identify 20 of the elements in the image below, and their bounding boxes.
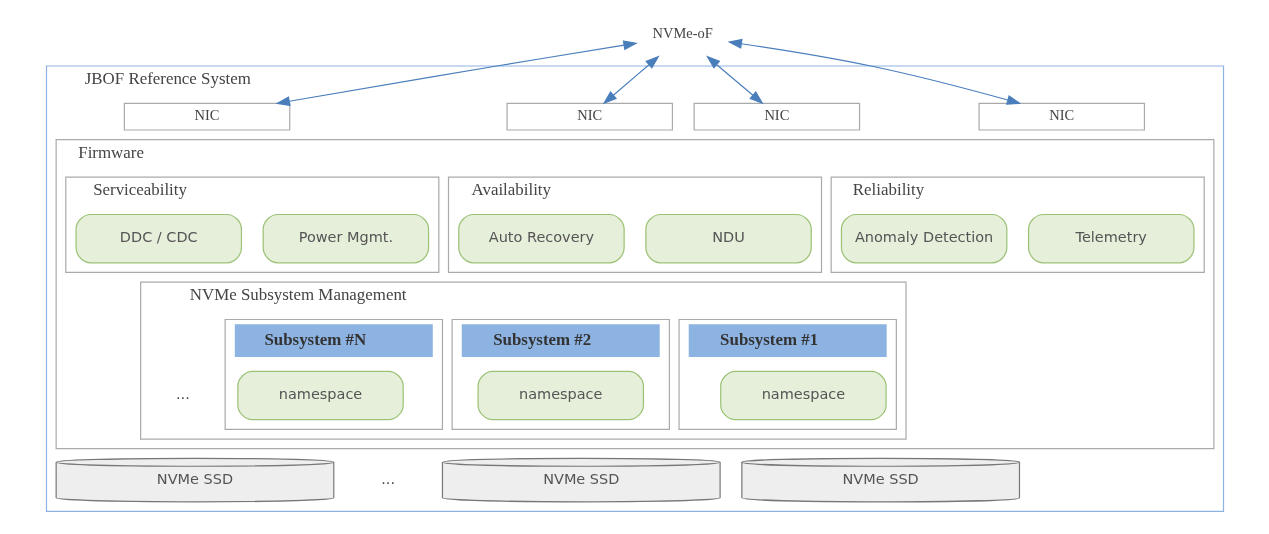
node-box: namespace [476, 370, 644, 421]
node-box: NDU [644, 213, 812, 264]
node-text: NVMe-oF [652, 25, 713, 42]
node-box: Auto Recovery [457, 213, 625, 264]
arrow [274, 40, 638, 107]
node-box: namespace [719, 370, 887, 421]
label: ... [175, 386, 190, 403]
arrow [727, 38, 1021, 105]
arrow [602, 55, 660, 105]
node-box: DDC / CDC [74, 213, 242, 264]
node-box: Telemetry [1027, 213, 1195, 264]
node-box: Power Mgmt. [262, 213, 429, 264]
node-box: namespace [236, 370, 404, 421]
node-box: NIC [693, 102, 860, 131]
node-box: Anomaly Detection [840, 213, 1007, 264]
node-box: NIC [123, 102, 290, 131]
arrow [705, 55, 764, 105]
node-box: NIC [505, 102, 673, 131]
label: ... [380, 470, 395, 487]
node-box: NIC [977, 102, 1145, 131]
